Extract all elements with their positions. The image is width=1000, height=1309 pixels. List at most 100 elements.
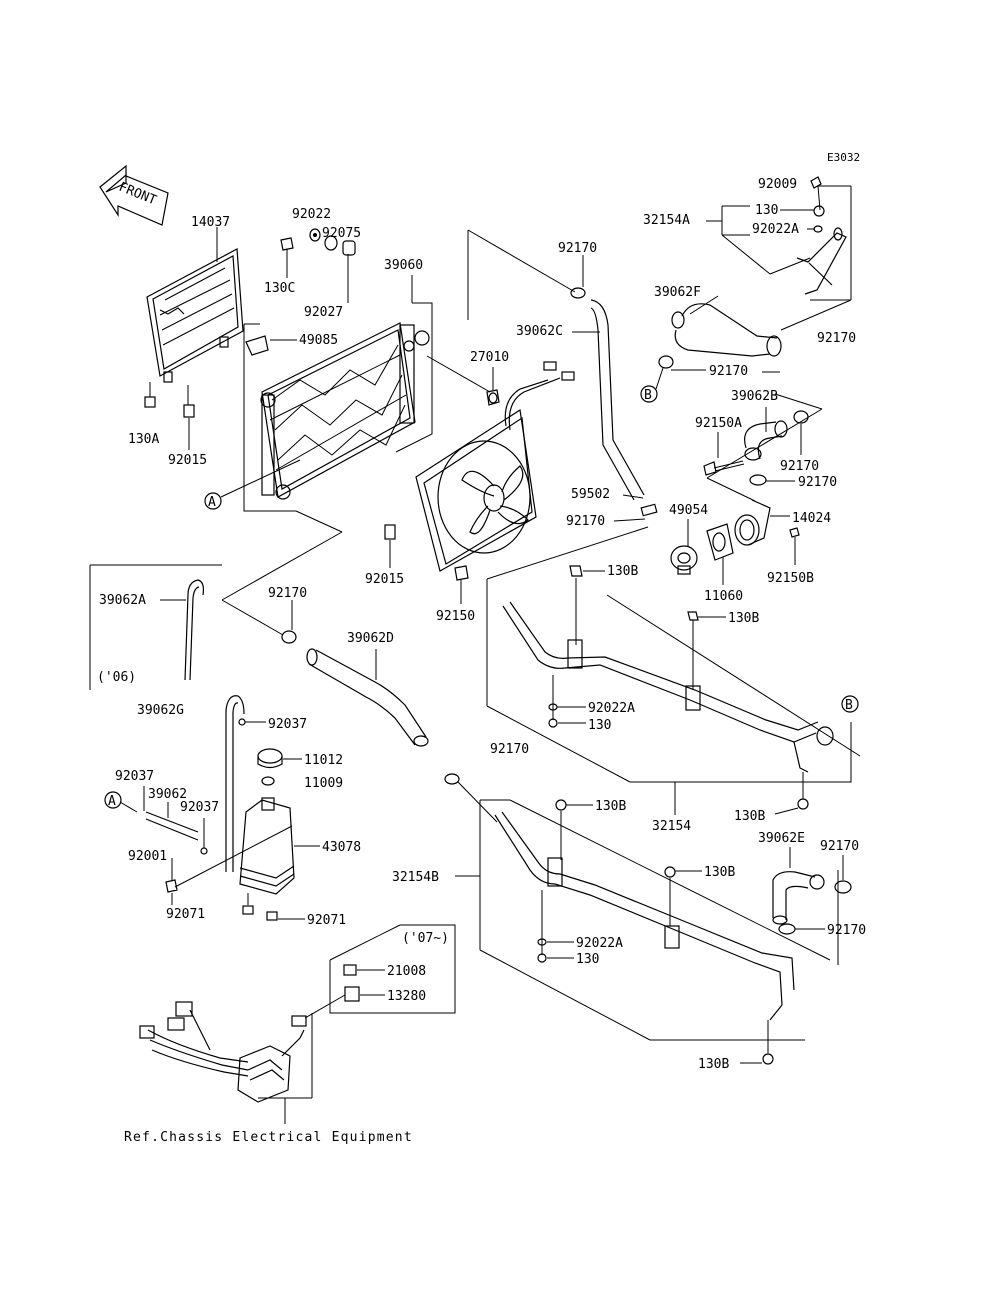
hose-39062c bbox=[590, 299, 645, 501]
part-label-14037: 14037 bbox=[191, 215, 230, 230]
part-label-92027: 92027 bbox=[304, 305, 343, 320]
reference-note: Ref.Chassis Electrical Equipment bbox=[124, 1130, 413, 1145]
part-label-92150a: 92150A bbox=[695, 416, 742, 431]
hose-39062a bbox=[184, 579, 205, 681]
bolt-130b-2-icon bbox=[687, 611, 699, 621]
part-label-13280: 13280 bbox=[387, 989, 426, 1004]
part-label-27010: 27010 bbox=[470, 350, 509, 365]
part-label-130c: 130C bbox=[264, 281, 295, 296]
clamp-92170-hose-icon bbox=[281, 630, 297, 644]
part-label-92170-e1: 92170 bbox=[820, 839, 859, 854]
bolt-130b-4-icon bbox=[555, 799, 567, 811]
bolt-92009-icon bbox=[810, 176, 822, 189]
part-label-92071-a: 92071 bbox=[166, 907, 205, 922]
cap-92027-icon bbox=[324, 235, 356, 256]
bolt-130-low-icon bbox=[537, 953, 547, 963]
svg-text:A: A bbox=[208, 495, 216, 510]
marker-b-pipe-icon: B bbox=[841, 695, 859, 713]
clamp-92170-e1-icon bbox=[834, 880, 852, 894]
part-label-92150b: 92150B bbox=[767, 571, 814, 586]
part-label-39062: 39062 bbox=[148, 787, 187, 802]
svg-text:B: B bbox=[644, 388, 652, 403]
hose-39062g bbox=[225, 695, 245, 872]
part-label-92170-f: 92170 bbox=[709, 364, 748, 379]
thermostat-cover-14024 bbox=[734, 499, 771, 546]
clamp-92170-e2-icon bbox=[778, 923, 796, 935]
hose-39062b bbox=[744, 420, 788, 461]
front-arrow-icon: FRONT bbox=[99, 164, 169, 226]
year-note-06: ('06) bbox=[97, 670, 136, 685]
part-label-130-top: 130 bbox=[755, 203, 778, 218]
bolt-130-top-icon bbox=[813, 205, 825, 217]
part-label-32154b: 32154B bbox=[392, 870, 439, 885]
hose-39062d bbox=[306, 648, 429, 747]
bolt-130a-icon bbox=[144, 382, 156, 408]
marker-a-icon: A bbox=[204, 492, 222, 510]
part-label-92170-mid: 92170 bbox=[490, 742, 529, 757]
radiator-core bbox=[260, 322, 430, 500]
bolt-130b-6-icon bbox=[762, 1053, 774, 1065]
clamp-92037-a-icon bbox=[238, 718, 246, 726]
part-label-92170-b1: 92170 bbox=[780, 459, 819, 474]
marker-a-tank-icon: A bbox=[104, 791, 122, 809]
part-label-39062c: 39062C bbox=[516, 324, 563, 339]
washer-92022a-top-icon bbox=[813, 225, 823, 233]
marker-b-top-icon: B bbox=[640, 385, 658, 403]
svg-text:A: A bbox=[108, 794, 116, 809]
part-label-39062d: 39062D bbox=[347, 631, 394, 646]
part-label-130b-5: 130B bbox=[704, 865, 735, 880]
thermostat-49054-icon bbox=[670, 545, 698, 575]
part-label-49054: 49054 bbox=[669, 503, 708, 518]
gasket-11009-icon bbox=[261, 776, 275, 786]
radiator-screen bbox=[146, 248, 244, 383]
bolt-92150a-icon bbox=[703, 460, 745, 476]
part-label-92001: 92001 bbox=[128, 849, 167, 864]
part-label-92071-b: 92071 bbox=[307, 913, 346, 928]
hose-39062f bbox=[671, 303, 782, 357]
part-label-92015-left: 92015 bbox=[168, 453, 207, 468]
pipe-59502-icon bbox=[640, 503, 658, 517]
radiator-bracket bbox=[245, 335, 269, 356]
part-label-39062b: 39062B bbox=[731, 389, 778, 404]
part-label-39062g: 39062G bbox=[137, 703, 184, 718]
part-label-130-low: 130 bbox=[576, 952, 599, 967]
part-label-92009: 92009 bbox=[758, 177, 797, 192]
part-label-130a: 130A bbox=[128, 432, 159, 447]
bolt-130c-icon bbox=[280, 237, 294, 262]
reservoir-tank-43078 bbox=[239, 797, 295, 921]
part-label-130b-4: 130B bbox=[595, 799, 626, 814]
gasket-11060-icon bbox=[706, 523, 734, 561]
part-label-14024: 14024 bbox=[792, 511, 831, 526]
part-label-39062a: 39062A bbox=[99, 593, 146, 608]
part-label-130-mid: 130 bbox=[588, 718, 611, 733]
part-label-130b-6: 130B bbox=[698, 1057, 729, 1072]
bolt-92150-icon bbox=[454, 565, 469, 581]
part-label-11060: 11060 bbox=[704, 589, 743, 604]
clip-92015-icon bbox=[183, 385, 195, 418]
pipe-32154 bbox=[502, 601, 834, 773]
part-label-92170-r1: 92170 bbox=[817, 331, 856, 346]
bolt-130b-1-icon bbox=[569, 565, 583, 577]
part-label-92037-a: 92037 bbox=[268, 717, 307, 732]
part-label-39062e: 39062E bbox=[758, 831, 805, 846]
front-label: FRONT bbox=[117, 180, 159, 209]
pipe-fitting-32154a bbox=[796, 227, 847, 295]
part-label-11012: 11012 bbox=[304, 753, 343, 768]
clamp-92170-b2-icon bbox=[749, 474, 767, 486]
pipe-32154b bbox=[494, 811, 795, 1021]
sensor-27010-icon bbox=[486, 389, 500, 406]
washer-92022-icon bbox=[309, 228, 321, 242]
part-label-49085: 49085 bbox=[299, 333, 338, 348]
clamp-92170-d2-icon bbox=[444, 773, 460, 785]
hose-39062e bbox=[772, 871, 825, 925]
hose-39062-icon bbox=[145, 811, 199, 841]
clamp-92170-f-icon bbox=[658, 355, 674, 369]
part-label-92037-b: 92037 bbox=[115, 769, 154, 784]
part-label-130b-1: 130B bbox=[607, 564, 638, 579]
svg-text:B: B bbox=[845, 698, 853, 713]
part-label-59502: 59502 bbox=[571, 487, 610, 502]
cooling-fan-assembly bbox=[415, 361, 575, 572]
part-label-11009: 11009 bbox=[304, 776, 343, 791]
part-label-92022a-mid: 92022A bbox=[588, 701, 635, 716]
